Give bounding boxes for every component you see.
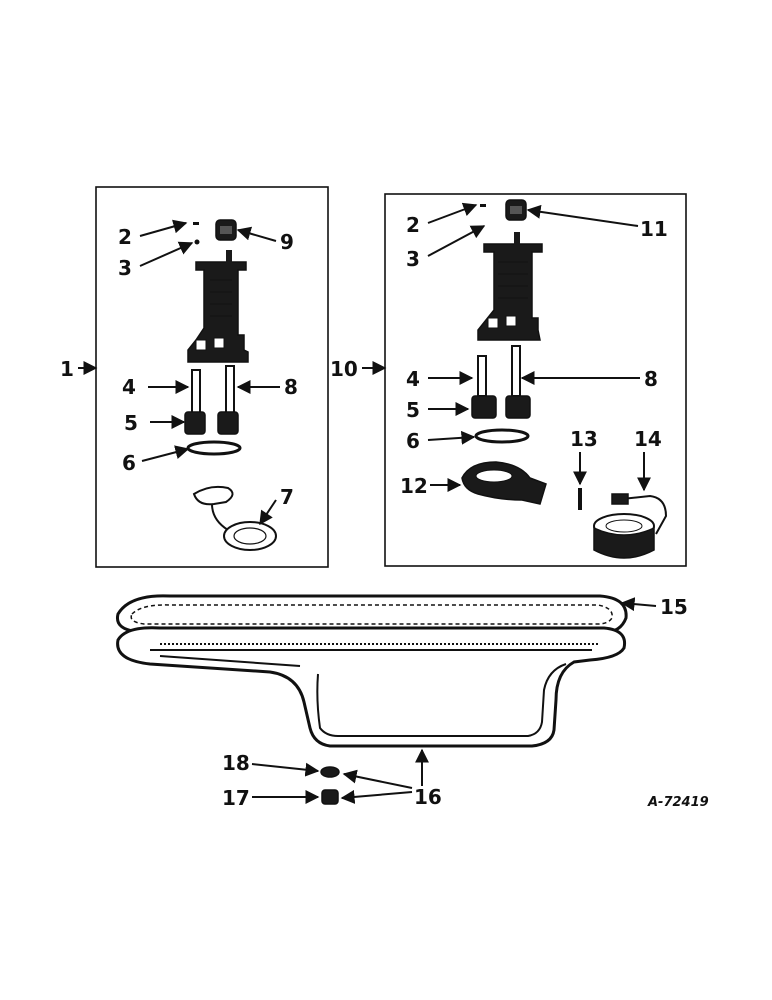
gear-5a-right <box>471 395 497 419</box>
label-2-left: 2 <box>118 225 132 249</box>
label-17: 17 <box>222 786 250 810</box>
callout-labels: 1 2 3 4 5 6 7 8 9 10 2 3 4 5 6 8 11 12 1… <box>60 213 709 810</box>
nut-11 <box>505 199 527 221</box>
pin-13 <box>578 488 582 510</box>
screen-7 <box>192 485 277 551</box>
label-2-right: 2 <box>406 213 420 237</box>
oil-pump-right <box>477 232 543 341</box>
label-4-right: 4 <box>406 367 420 391</box>
nut-9 <box>215 219 237 241</box>
gasket-6-right <box>474 428 530 444</box>
bracket-12 <box>461 461 547 505</box>
label-6-left: 6 <box>122 451 136 475</box>
label-1: 1 <box>60 357 74 381</box>
label-8-right: 8 <box>644 367 658 391</box>
pin-2-left <box>193 222 199 225</box>
pin-2-right <box>480 204 486 207</box>
gear-5a-left <box>184 411 206 435</box>
label-5-right: 5 <box>406 398 420 422</box>
label-10: 10 <box>330 357 358 381</box>
label-8-left: 8 <box>284 375 298 399</box>
label-15: 15 <box>660 595 688 619</box>
oil-pan-16 <box>116 626 627 748</box>
label-5-left: 5 <box>124 411 138 435</box>
label-12: 12 <box>400 474 428 498</box>
leader-lines <box>78 202 657 804</box>
label-6-right: 6 <box>406 429 420 453</box>
oil-pump-left <box>187 250 249 363</box>
screen-14 <box>593 493 668 559</box>
label-9: 9 <box>280 230 294 254</box>
shaft-4-right <box>477 355 487 397</box>
shaft-8-left <box>225 365 235 415</box>
label-3-left: 3 <box>118 256 132 280</box>
label-14: 14 <box>634 427 662 451</box>
gear-5b-right <box>505 395 531 419</box>
left-assembly-box <box>95 186 329 568</box>
ball-3-left <box>194 239 200 245</box>
shaft-8-right <box>511 345 521 397</box>
label-3-right: 3 <box>406 247 420 271</box>
shaft-4-left <box>191 369 201 415</box>
label-13: 13 <box>570 427 598 451</box>
gear-5b-left <box>217 411 239 435</box>
gasket-6-left <box>186 440 242 456</box>
label-11: 11 <box>640 217 668 241</box>
label-16: 16 <box>414 785 442 809</box>
label-18: 18 <box>222 751 250 775</box>
label-4-left: 4 <box>122 375 136 399</box>
label-7: 7 <box>280 485 294 509</box>
reference-code: A-72419 <box>647 795 709 810</box>
plug-17 <box>321 789 339 805</box>
washer-18 <box>320 766 340 778</box>
right-assembly-box <box>384 193 687 567</box>
